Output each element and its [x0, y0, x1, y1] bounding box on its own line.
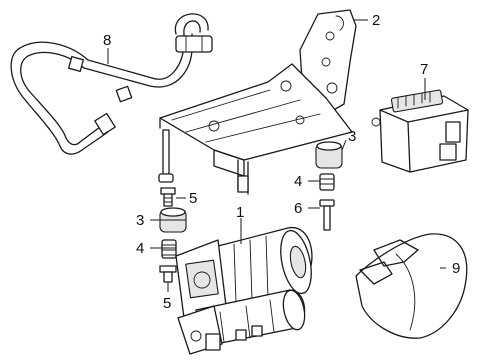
callout-9: 9: [452, 260, 460, 277]
callout-6: 6: [294, 200, 302, 217]
callout-4-right: 4: [294, 173, 302, 190]
leader-lines: [107, 19, 446, 292]
callout-1: 1: [236, 204, 244, 221]
callout-3-left: 3: [136, 212, 144, 229]
bolt: [160, 187, 176, 207]
stud-pin: [319, 199, 335, 231]
control-module: [371, 89, 469, 173]
callout-5-lower: 5: [163, 295, 171, 312]
carrier-bracket: [159, 63, 353, 195]
bolt: [159, 265, 177, 283]
air-hose: [10, 13, 213, 155]
stud-pin: [158, 129, 174, 183]
heat-shield: [355, 233, 468, 339]
air-compressor: [175, 227, 313, 355]
callout-2: 2: [372, 12, 380, 29]
callout-3-right: 3: [348, 128, 356, 145]
callout-7: 7: [420, 61, 428, 78]
rubber-mount-bushing: [315, 141, 343, 169]
rubber-mount-bushing: [159, 207, 187, 233]
spacer-sleeve: [319, 173, 335, 191]
callout-8: 8: [103, 32, 111, 49]
spacer-sleeve: [161, 239, 177, 259]
callout-5-upper: 5: [189, 190, 197, 207]
callout-4-left: 4: [136, 240, 144, 257]
